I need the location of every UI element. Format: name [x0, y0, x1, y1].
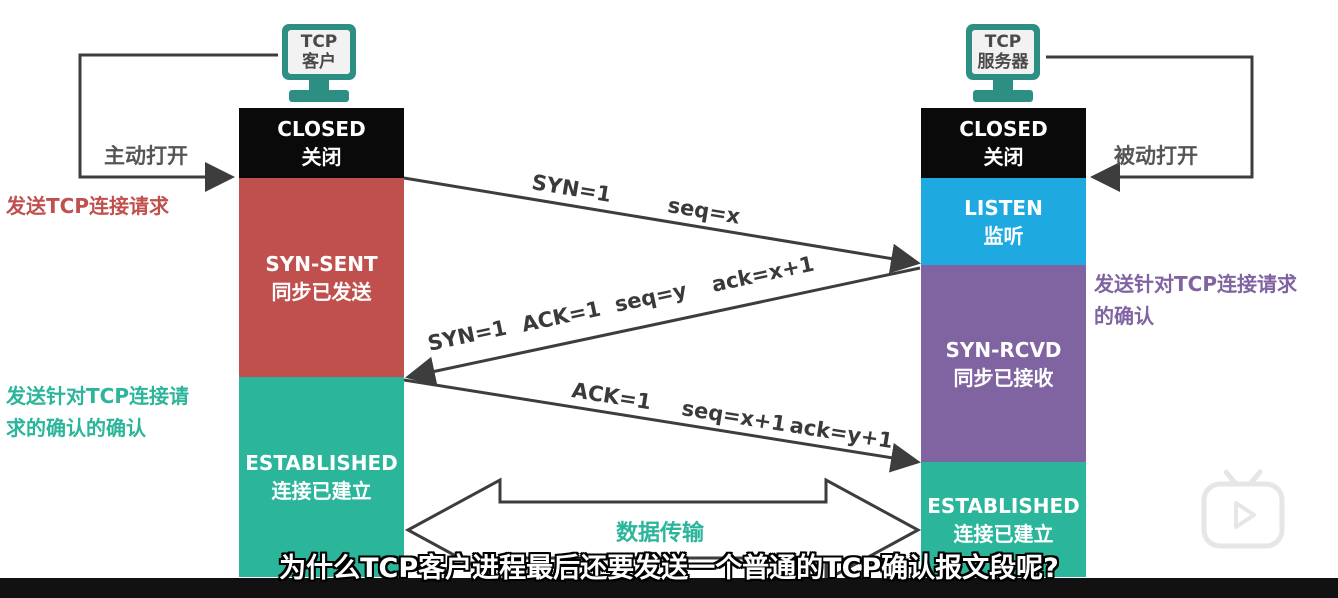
- server-passive-open-label: 被动打开: [1114, 144, 1198, 168]
- client-note-send-request: 发送TCP连接请求: [6, 194, 169, 218]
- server-computer-line2: 服务器: [977, 52, 1029, 72]
- client-closed-en: CLOSED: [277, 117, 366, 141]
- server-state-closed: CLOSED 关闭: [921, 108, 1086, 178]
- client-computer-line2: 客户: [302, 52, 336, 72]
- server-established-zh: 连接已建立: [953, 521, 1054, 546]
- client-active-open-label: 主动打开: [104, 144, 188, 168]
- data-transfer-arrow: [404, 477, 922, 583]
- server-listen-zh: 监听: [983, 223, 1024, 248]
- server-syn-rcvd-en: SYN-RCVD: [945, 337, 1062, 362]
- client-established-zh: 连接已建立: [271, 479, 372, 503]
- syn-ack-arrow: [405, 266, 921, 387]
- play-icon: [1201, 469, 1285, 549]
- server-note-send-ack-line2: 的确认: [1094, 304, 1154, 328]
- client-state-syn-sent: SYN-SENT 同步已发送: [239, 178, 404, 377]
- client-note-send-ack: 发送针对TCP连接请 求的确认的确认: [6, 380, 189, 444]
- server-note-send-ack-line1: 发送针对TCP连接请求: [1094, 272, 1297, 296]
- data-transfer-label: 数据传输: [615, 521, 704, 546]
- play-button[interactable]: [1200, 466, 1286, 550]
- client-state-established: ESTABLISHED 连接已建立: [239, 377, 404, 577]
- client-note-send-ack-line1: 发送针对TCP连接请: [6, 384, 189, 408]
- client-closed-zh: 关闭: [301, 145, 342, 169]
- server-closed-zh: 关闭: [983, 145, 1024, 169]
- server-note-send-ack: 发送针对TCP连接请求 的确认: [1094, 268, 1297, 332]
- client-note-send-ack-line2: 求的确认的确认: [6, 416, 146, 440]
- client-computer-line1: TCP: [300, 32, 338, 52]
- server-listen-en: LISTEN: [964, 195, 1043, 220]
- syn-arrow: [403, 176, 921, 274]
- client-open-line: [78, 53, 278, 192]
- client-syn-sent-en: SYN-SENT: [265, 251, 378, 276]
- server-established-en: ESTABLISHED: [927, 493, 1080, 518]
- server-syn-rcvd-zh: 同步已接收: [953, 365, 1054, 390]
- client-established-en: ESTABLISHED: [245, 451, 398, 475]
- server-closed-en: CLOSED: [959, 117, 1048, 141]
- server-open-line: [1046, 55, 1254, 192]
- server-state-syn-rcvd: SYN-RCVD 同步已接收: [921, 265, 1086, 462]
- client-state-closed: CLOSED 关闭: [239, 108, 404, 178]
- ack-arrow: [403, 378, 921, 473]
- client-syn-sent-zh: 同步已发送: [271, 279, 372, 304]
- video-subtitle: 为什么TCP客户进程最后还要发送一个普通的TCP确认报文段呢?: [279, 553, 1059, 584]
- server-computer-line1: TCP: [984, 32, 1022, 52]
- server-state-established: ESTABLISHED 连接已建立: [921, 462, 1086, 577]
- video-bottom-bar: [0, 578, 1338, 598]
- server-state-listen: LISTEN 监听: [921, 178, 1086, 265]
